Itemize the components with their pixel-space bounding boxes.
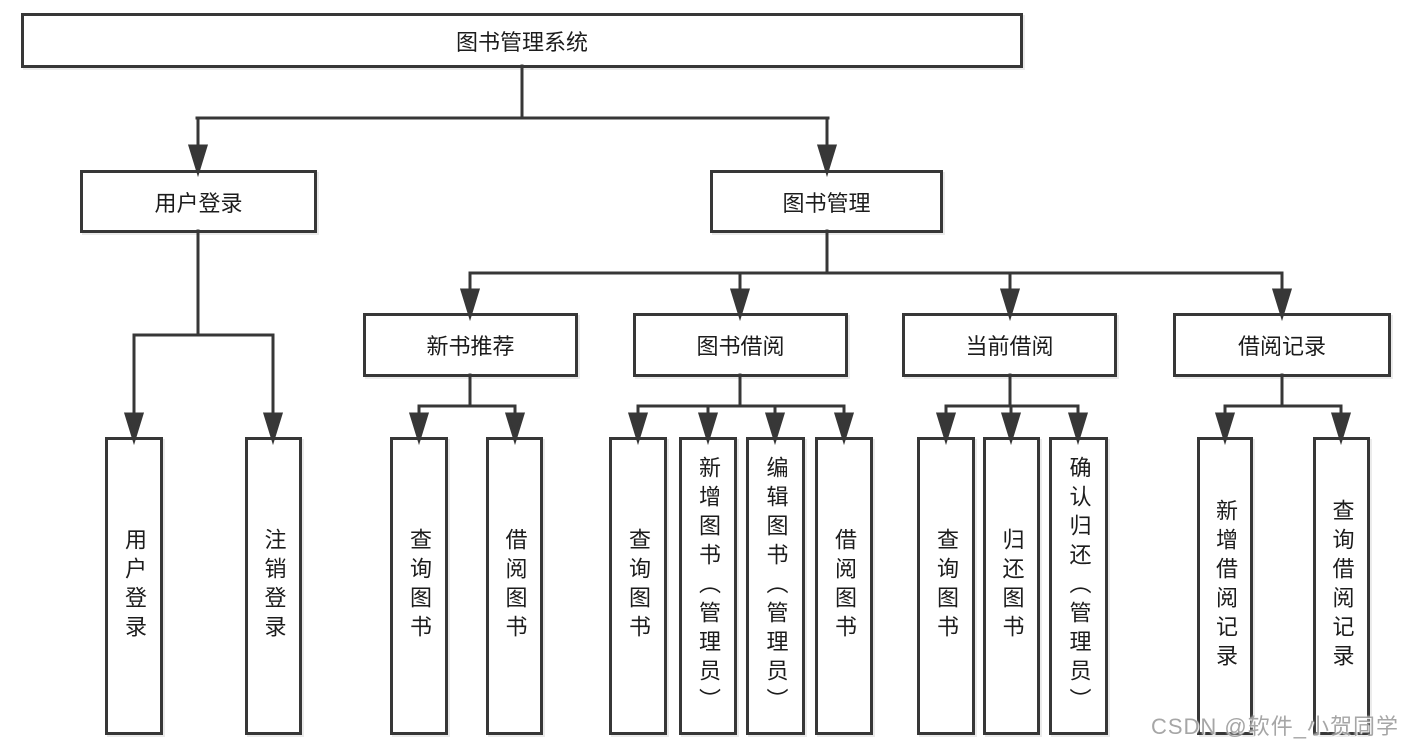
leaf-current-return-book: 归还图书 (983, 437, 1040, 735)
leaf-borrowing-borrow-book-label: 借阅图书 (832, 528, 857, 644)
leaf-records-add-record: 新增借阅记录 (1197, 437, 1253, 735)
connector-current-to-leaves (935, 373, 1089, 446)
node-root: 图书管理系统 (21, 13, 1023, 68)
connector-book-management-to-level3 (459, 229, 1293, 322)
leaf-borrowing-edit-book-label: 编辑图书（管理员） (763, 455, 789, 717)
leaf-recommend-query-book: 查询图书 (390, 437, 448, 735)
leaf-current-query-book-label: 查询图书 (934, 528, 959, 644)
leaf-borrowing-add-book-label: 新增图书（管理员） (696, 455, 721, 717)
node-user-login-label: 用户登录 (154, 190, 243, 216)
leaf-recommend-query-book-label: 查询图书 (407, 528, 432, 644)
node-book-management-label: 图书管理 (782, 190, 871, 216)
connector-root-to-level2 (187, 64, 838, 178)
node-root-label: 图书管理系统 (455, 29, 588, 55)
node-borrowing-records: 借阅记录 (1173, 313, 1391, 377)
node-book-management: 图书管理 (710, 170, 943, 233)
connector-recommend-to-leaves (408, 373, 526, 446)
csdn-watermark: CSDN @软件_小贺同学 (1150, 714, 1399, 739)
node-book-borrowing-label: 图书借阅 (696, 334, 785, 359)
leaf-logout: 注销登录 (245, 437, 302, 735)
connector-borrowing-to-leaves (627, 373, 855, 446)
node-current-borrowing-label: 当前借阅 (965, 334, 1054, 359)
node-new-book-recommend: 新书推荐 (363, 313, 578, 377)
node-book-borrowing: 图书借阅 (633, 313, 848, 377)
leaf-records-query-record-label: 查询借阅记录 (1329, 499, 1355, 673)
node-borrowing-records-label: 借阅记录 (1237, 334, 1326, 359)
leaf-recommend-borrow-book-label: 借阅图书 (502, 528, 528, 644)
leaf-user-login-label: 用户登录 (122, 528, 147, 644)
leaf-borrowing-edit-book: 编辑图书（管理员） (746, 437, 805, 735)
leaf-current-return-book-label: 归还图书 (999, 528, 1025, 644)
leaf-borrowing-query-book: 查询图书 (609, 437, 667, 735)
connector-user-login-to-leaves (123, 229, 284, 446)
leaf-borrowing-query-book-label: 查询图书 (626, 528, 651, 644)
leaf-records-add-record-label: 新增借阅记录 (1213, 499, 1238, 673)
leaf-logout-label: 注销登录 (261, 528, 287, 644)
leaf-records-query-record: 查询借阅记录 (1313, 437, 1370, 735)
node-current-borrowing: 当前借阅 (902, 313, 1117, 377)
leaf-current-query-book: 查询图书 (917, 437, 975, 735)
node-new-book-recommend-label: 新书推荐 (426, 334, 515, 359)
leaf-current-confirm-return: 确认归还（管理员） (1049, 437, 1108, 735)
leaf-user-login: 用户登录 (105, 437, 163, 735)
leaf-borrowing-borrow-book: 借阅图书 (815, 437, 873, 735)
connector-records-to-leaves (1214, 373, 1352, 446)
leaf-recommend-borrow-book: 借阅图书 (486, 437, 543, 735)
leaf-borrowing-add-book: 新增图书（管理员） (679, 437, 737, 735)
leaf-current-confirm-return-label: 确认归还（管理员） (1066, 455, 1092, 717)
node-user-login: 用户登录 (80, 170, 317, 233)
